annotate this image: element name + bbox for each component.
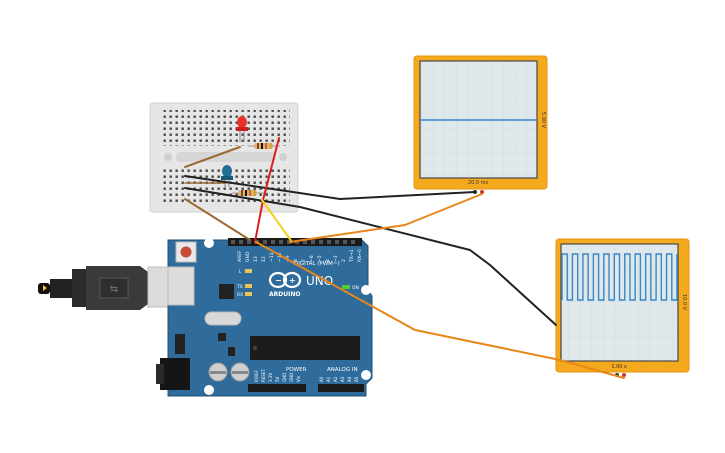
led-on-label: ON [352,285,359,291]
pin-label: 4 [325,259,331,262]
power-pin-label: GND [289,373,294,382]
aref-label: AREF [237,250,243,262]
digital-label: DIGITAL (PWM~) [294,261,340,267]
pin-label: ~5 [317,255,323,262]
pin-label: ~11 [269,252,275,262]
analog-pin-label: A1 [326,376,331,382]
analog-pin-label: A2 [333,376,338,382]
svg-text:+: + [289,276,296,285]
brand-text: ARDUINO [269,291,300,298]
gnd-label: GND [245,251,251,262]
led-l [245,269,252,273]
arduino-logo: − + [268,271,302,289]
pin-label: 8 [293,259,299,262]
wire-brown-1[interactable] [184,146,241,168]
pin-label: TX→1 [349,249,355,263]
analog-label: ANALOG IN [327,367,358,373]
led-rx [245,292,252,296]
reset-button[interactable] [175,241,197,263]
model-text: UNO [306,274,333,288]
led-tx-label: TX [236,284,243,290]
power-pin-label: IOREF [254,369,259,382]
wire-yellow[interactable] [261,199,293,243]
led-on [342,285,350,289]
pin-label: 12 [261,256,267,262]
svg-text:−: − [275,276,282,285]
scope-1-time-label: 20.0 ms [468,180,489,186]
usb-cable[interactable]: ⇆ [38,266,169,310]
svg-text:⇆: ⇆ [110,284,118,295]
power-pin-label: Vin [296,375,301,382]
power-pin-label: 3.3V [268,373,273,382]
resistor-1[interactable] [248,143,280,149]
led-tx [245,284,252,288]
scope-2-trace [561,253,678,301]
oscilloscope-1[interactable]: 20.0 ms 5.00 V [413,55,548,194]
oscilloscope-2[interactable]: 1.00 s 10.0 V [555,238,690,377]
scope-1-volt-label: 5.00 V [540,112,546,129]
wire-brown-2[interactable] [184,198,251,241]
red-led[interactable] [236,116,248,142]
pin-label: 2 [341,259,347,262]
analog-pin-label: A4 [347,376,352,382]
pin-label: ~10 [277,252,283,262]
led-l-label: L [239,269,242,275]
wire-black-1[interactable] [184,175,476,200]
power-pin-label: 5V [275,376,280,382]
resistor-2[interactable] [232,190,268,196]
scope-2-time-label: 1.00 s [611,364,627,370]
wire-orange-1[interactable] [289,193,483,243]
analog-pin-label: A0 [319,376,324,382]
microcontroller-chip [250,336,360,360]
scope-2-volt-label: 10.0 V [681,294,687,311]
power-label: POWER [286,367,307,373]
arduino-uno[interactable]: ⇆ AREF GND 13 12 ~11 ~10 ~9 [38,238,373,397]
pin-label: ~6 [309,255,315,262]
pin-label: RX←0 [357,249,363,262]
power-pin-label: GND [282,373,287,382]
pin-label: 7 [301,259,307,262]
analog-pin-label: A3 [340,376,345,382]
power-pin-label: RESET [261,369,266,382]
led-rx-label: RX [237,292,243,298]
pin-label: ~3 [333,255,339,262]
analog-pin-label: A5 [354,376,359,382]
pin-label: 13 [253,256,259,262]
wire-orange-2[interactable] [255,241,625,379]
breadboard[interactable] [149,102,299,213]
